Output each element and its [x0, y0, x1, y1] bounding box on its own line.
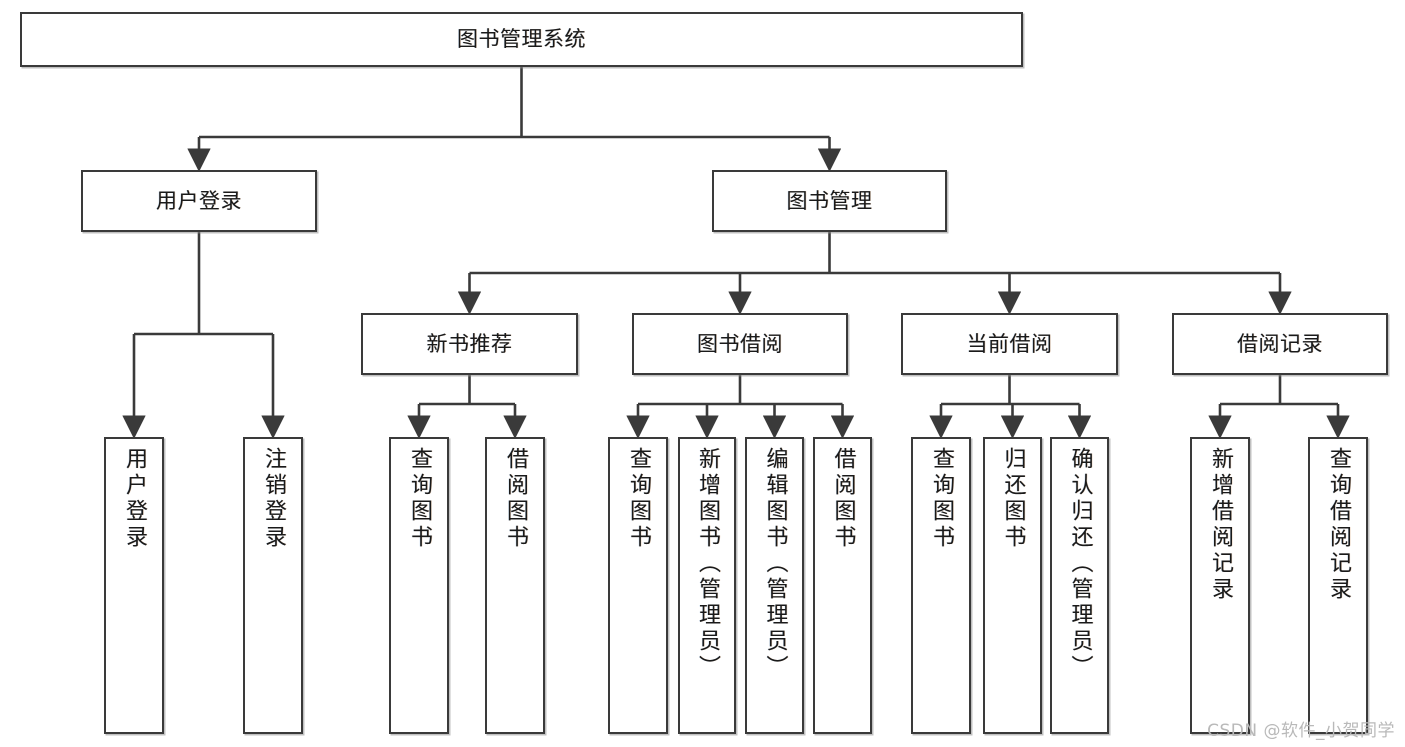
node-label: 查询图书: [407, 447, 432, 551]
node-label: 新书推荐: [426, 331, 513, 356]
node-label: 新增借阅记录: [1208, 447, 1233, 603]
node-label: 注销登录: [261, 447, 286, 551]
node-leaf-user-login: 用户登录: [104, 437, 164, 734]
node-leaf-query-book-borrow: 查询图书: [608, 437, 668, 734]
node-label: 查询图书: [626, 447, 651, 551]
node-book-borrow: 图书借阅: [632, 313, 848, 375]
node-label: 新增图书（管理员）: [695, 447, 720, 681]
node-label: 用户登录: [156, 188, 242, 213]
node-leaf-user-logout: 注销登录: [243, 437, 303, 734]
node-label: 查询借阅记录: [1326, 447, 1351, 603]
node-leaf-return-book: 归还图书: [983, 437, 1042, 734]
node-borrow-record: 借阅记录: [1172, 313, 1388, 375]
node-leaf-query-book-cur: 查询图书: [911, 437, 971, 734]
node-label: 借阅图书: [503, 447, 528, 551]
node-label: 确认归还（管理员）: [1067, 447, 1093, 681]
node-label: 借阅图书: [830, 447, 856, 551]
node-leaf-query-borrow-record: 查询借阅记录: [1308, 437, 1368, 734]
node-root: 图书管理系统: [20, 12, 1023, 67]
node-user-login: 用户登录: [81, 170, 317, 232]
node-label: 编辑图书（管理员）: [762, 447, 788, 681]
node-label: 归还图书: [1000, 447, 1026, 551]
node-label: 图书管理系统: [457, 27, 586, 52]
node-book-manage: 图书管理: [712, 170, 947, 232]
node-label: 查询图书: [929, 447, 954, 551]
node-leaf-confirm-return-admin: 确认归还（管理员）: [1050, 437, 1109, 734]
node-label: 图书借阅: [697, 331, 783, 356]
node-leaf-borrow-book: 借阅图书: [813, 437, 872, 734]
node-label: 借阅记录: [1237, 331, 1323, 356]
node-leaf-edit-book-admin: 编辑图书（管理员）: [745, 437, 804, 734]
node-label: 图书管理: [786, 188, 873, 213]
node-label: 当前借阅: [966, 331, 1053, 356]
node-leaf-add-book-admin: 新增图书（管理员）: [678, 437, 736, 734]
node-leaf-add-borrow-record: 新增借阅记录: [1190, 437, 1250, 734]
node-new-book-recommend: 新书推荐: [361, 313, 578, 375]
node-leaf-query-book-rec: 查询图书: [389, 437, 449, 734]
node-label: 用户登录: [122, 447, 147, 551]
node-current-borrow: 当前借阅: [901, 313, 1118, 375]
node-leaf-borrow-book-rec: 借阅图书: [485, 437, 545, 734]
